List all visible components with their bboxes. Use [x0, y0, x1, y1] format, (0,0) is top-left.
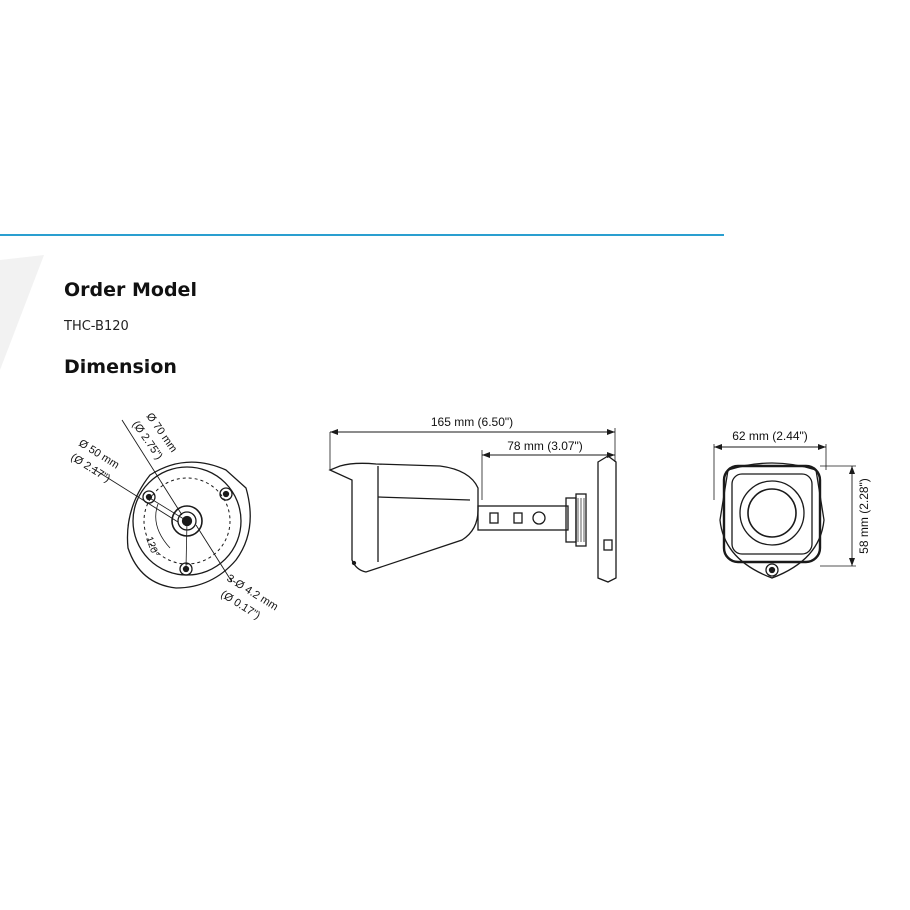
- base-bolt-circle: [143, 477, 231, 565]
- leader-outer-dia: [121, 419, 183, 516]
- arm-screw-a: [489, 512, 499, 524]
- label-mount-length: 78 mm (3.07"): [507, 439, 583, 453]
- base-hole-right-dot: [222, 490, 230, 498]
- watermark-shape: [0, 255, 44, 370]
- label-width: 62 mm (2.44"): [732, 429, 808, 443]
- front-screw: [765, 563, 779, 577]
- front-lens-housing: [739, 480, 805, 546]
- front-lens: [747, 488, 797, 538]
- front-mount-outline: [719, 462, 825, 579]
- plate-screw: [603, 539, 613, 551]
- arm-screw-b: [513, 512, 523, 524]
- front-hood-inner: [731, 473, 813, 555]
- header-rule: [0, 234, 724, 236]
- leader-inner-dia: [91, 467, 179, 523]
- base-hole-right: [219, 487, 233, 501]
- leader-hole: [195, 524, 233, 583]
- front-view: [713, 444, 856, 579]
- base-view: [91, 419, 251, 589]
- dimension-heading: Dimension: [64, 356, 177, 378]
- arm-joint: [532, 511, 546, 525]
- label-height: 58 mm (2.28"): [857, 478, 871, 554]
- camera-body: [328, 462, 479, 573]
- body-seam: [377, 496, 471, 501]
- angle-ray-b: [185, 520, 188, 569]
- label-total-length: 165 mm (6.50"): [431, 415, 513, 429]
- angle-arc: [155, 503, 171, 549]
- base-outline: [126, 461, 251, 589]
- front-hood: [722, 464, 822, 564]
- mount-ring: [575, 493, 587, 547]
- wall-plate: [597, 455, 617, 583]
- order-model-heading: Order Model: [64, 279, 197, 301]
- model-code: THC-B120: [64, 319, 129, 334]
- angle-ray-a: [147, 496, 188, 522]
- mount-arm: [477, 505, 569, 531]
- base-hole-left: [142, 490, 156, 504]
- side-view: [328, 428, 617, 583]
